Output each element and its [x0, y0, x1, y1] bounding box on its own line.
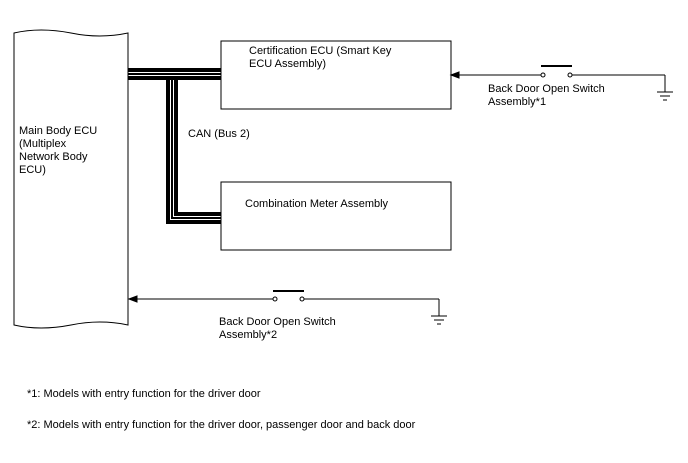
main-body-ecu-label: Main Body ECU (Multiplex Network Body EC…	[19, 125, 98, 176]
main-body-ecu-box	[13, 29, 129, 329]
footnote-1: *1: Models with entry function for the d…	[27, 388, 261, 400]
combination-meter-box	[220, 181, 452, 251]
can-bus-label: CAN (Bus 2)	[188, 128, 250, 140]
switch-2-circuit	[127, 290, 447, 325]
can-bus-lines	[128, 68, 221, 224]
switch-1-circuit	[449, 65, 673, 101]
footnote-2: *2: Models with entry function for the d…	[27, 419, 416, 431]
switch-1-label: Back Door Open Switch Assembly*1	[488, 83, 605, 108]
certification-ecu-label: Certification ECU (Smart Key ECU Assembl…	[249, 45, 392, 70]
combination-meter-label: Combination Meter Assembly	[245, 198, 389, 210]
switch-2-label: Back Door Open Switch Assembly*2	[219, 316, 336, 341]
